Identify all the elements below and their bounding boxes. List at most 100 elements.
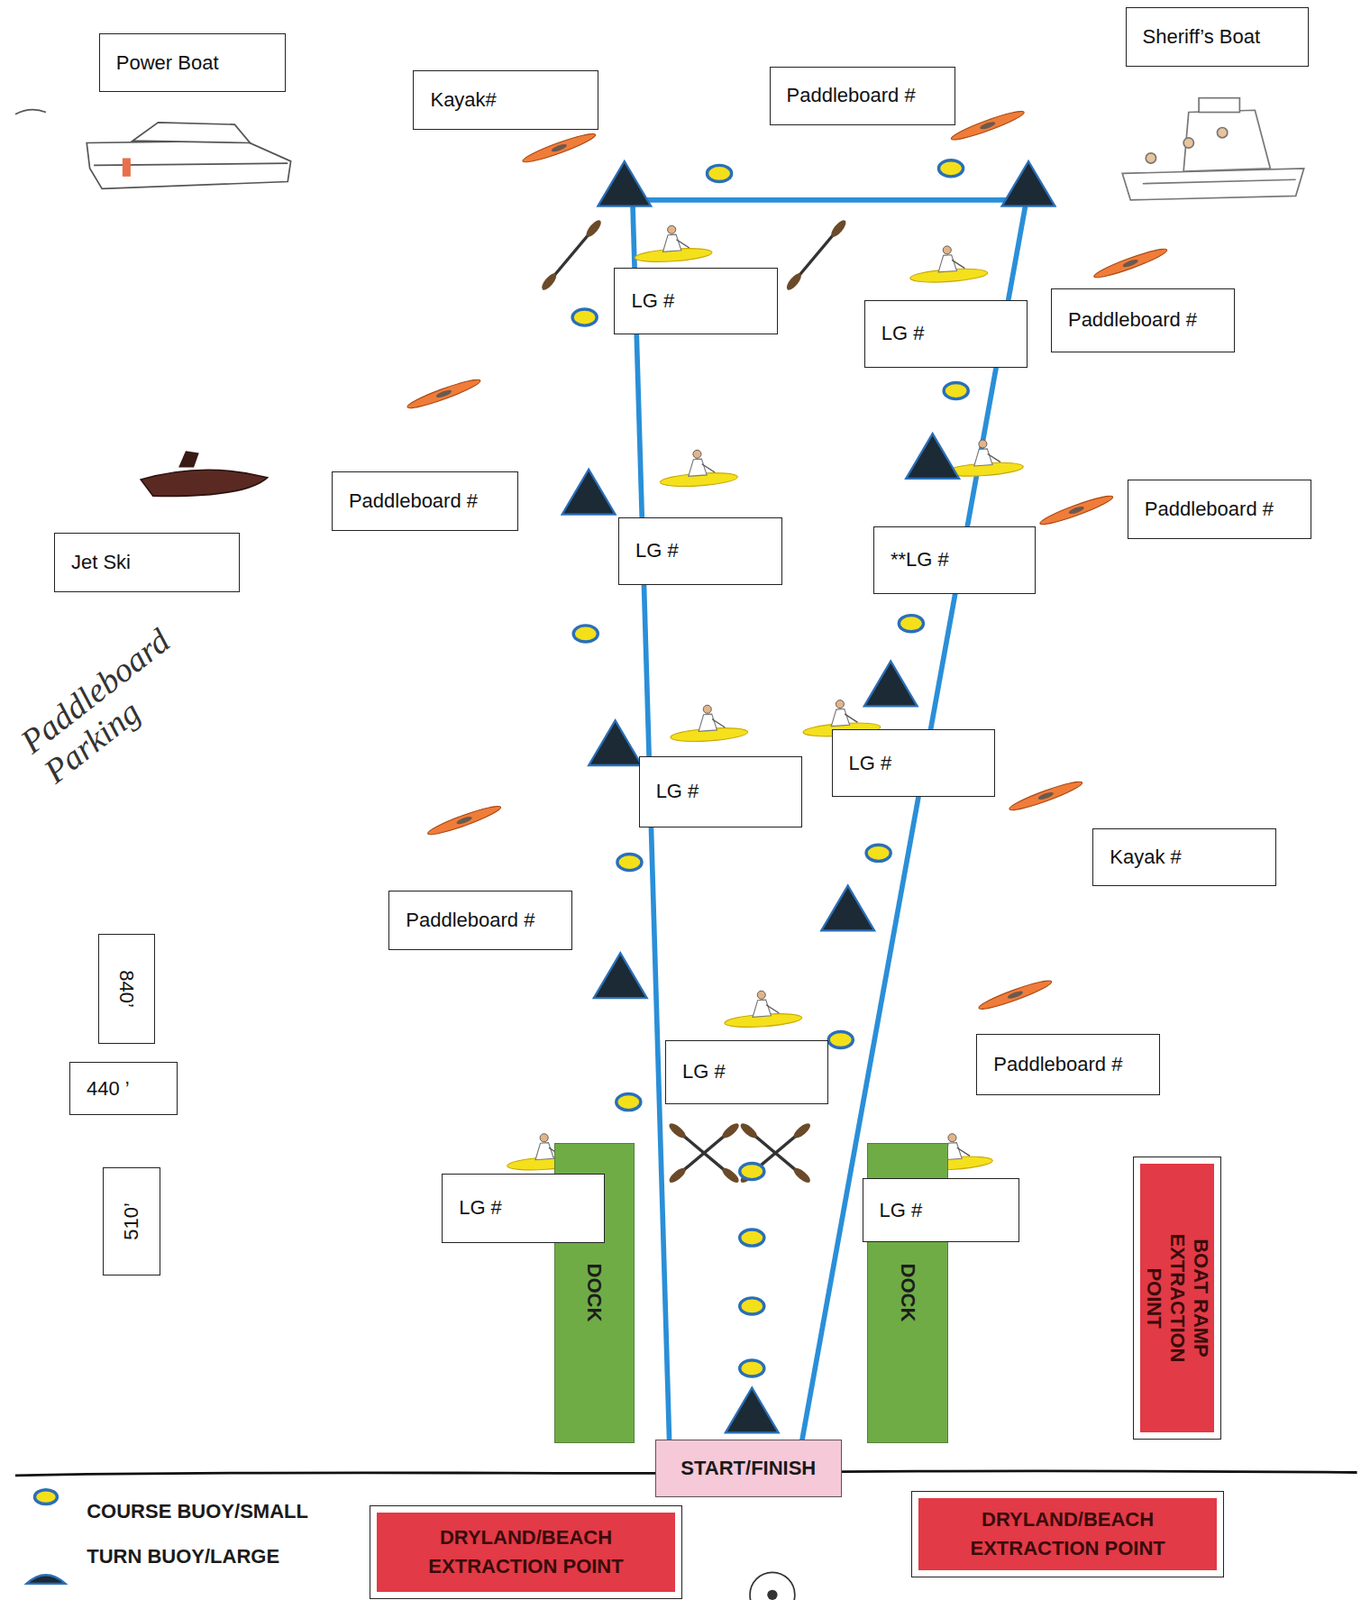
node-text: LG #: [635, 538, 679, 563]
node-text: DRYLAND/BEACH EXTRACTION POINT: [955, 1505, 1181, 1563]
course-buoy: [739, 1297, 765, 1315]
label-box: Jet Ski: [54, 532, 240, 593]
compass-mark: [749, 1571, 795, 1600]
extraction-box: DRYLAND/BEACH EXTRACTION POINT: [369, 1505, 684, 1599]
extraction-box: BOAT RAMP EXTRACTION POINT: [1132, 1156, 1222, 1441]
paddle-icon: [784, 218, 849, 293]
node-text: 440 ’: [86, 1077, 130, 1101]
label-box: Kayak #: [1092, 828, 1277, 886]
label-box: LG #: [831, 729, 996, 797]
course-buoy: [938, 160, 963, 177]
turn-buoy: [725, 1388, 779, 1434]
kayak-icon: [1092, 245, 1170, 282]
node-text: LG #: [849, 751, 893, 776]
kayak-icon: [1007, 777, 1085, 814]
course-buoy: [828, 1031, 853, 1048]
node-text: BOAT RAMP EXTRACTION POINT: [1141, 1200, 1213, 1395]
turn-buoy: [1002, 161, 1056, 207]
node-text: Paddleboard #: [1144, 497, 1274, 521]
course-buoy: [616, 1094, 641, 1111]
course-buoy: [943, 383, 969, 400]
course-buoy: [572, 309, 597, 326]
label-box: LG #: [613, 267, 777, 336]
node-text: LG #: [458, 1196, 503, 1220]
kayak-icon: [977, 977, 1054, 1014]
lifeguard-board: [908, 243, 989, 285]
course-buoy: [573, 625, 598, 642]
node-text: Paddleboard #: [1068, 308, 1197, 332]
node-text: Kayak #: [1109, 845, 1182, 869]
sheriff-boat: [1122, 98, 1304, 201]
turn-buoy: [821, 886, 875, 932]
node-text: Paddleboard #: [786, 83, 916, 108]
turn-buoy: [562, 469, 616, 515]
label-box: **LG #: [873, 526, 1036, 594]
jet-ski: [140, 450, 267, 496]
node-text: DRYLAND/BEACH EXTRACTION POINT: [413, 1523, 640, 1581]
course-buoy: [706, 164, 731, 182]
label-box: 440 ’: [69, 1061, 178, 1115]
kayak-icon: [520, 129, 598, 166]
label-box: Paddleboard #: [769, 66, 956, 127]
label-box: LG #: [864, 300, 1028, 368]
course-buoy: [739, 1229, 765, 1246]
node-text: 840’: [114, 969, 138, 1008]
kayak-icon: [405, 375, 483, 412]
node-text: Kayak#: [429, 88, 496, 112]
label-box: LG #: [639, 756, 803, 828]
label-box: Paddleboard #: [1127, 479, 1312, 539]
node-text: Paddleboard #: [405, 908, 535, 932]
node-text: Power Boat: [116, 51, 220, 75]
turn-buoy: [593, 952, 648, 998]
label-box: Sheriff’s Boat: [1125, 7, 1310, 67]
node-text: LG #: [682, 1059, 726, 1084]
legend-text: TURN BUOY/LARGE: [86, 1544, 280, 1569]
lifeguard-board: [722, 987, 804, 1030]
course-buoy: [739, 1360, 765, 1377]
node-text: **LG #: [890, 548, 950, 572]
label-box: LG #: [862, 1178, 1020, 1242]
node-text: DOCK: [895, 1263, 920, 1323]
label-box: Paddleboard #: [388, 890, 573, 950]
node-text: 510’: [119, 1202, 144, 1241]
label-box: LG #: [441, 1173, 605, 1243]
node-text: Jet Ski: [71, 550, 131, 575]
course-buoy: [866, 844, 891, 861]
paddle-icon: [666, 1121, 741, 1186]
lifeguard-board: [657, 447, 739, 489]
paddle-icon: [666, 1121, 741, 1186]
course-buoy: [617, 853, 642, 870]
label-box: LG #: [618, 517, 783, 585]
distance-box: 510’: [102, 1167, 160, 1276]
label-box: Power Boat: [99, 33, 286, 92]
power-boat: [15, 109, 292, 190]
course-line: [624, 200, 1029, 1442]
legend-swatch: [26, 1574, 65, 1584]
turn-buoy: [864, 661, 918, 707]
course-buoy: [739, 1162, 765, 1179]
node-text: LG #: [881, 321, 925, 346]
distance-box: 840’: [98, 933, 156, 1044]
lifeguard-board: [632, 222, 713, 265]
lifeguard-board: [668, 702, 750, 744]
node-text: LG #: [879, 1198, 923, 1223]
handwritten-note: Paddleboard Parking: [14, 621, 203, 792]
label-box: Paddleboard #: [1050, 288, 1235, 352]
kayak-icon: [1038, 492, 1115, 529]
paddle-icon: [538, 218, 603, 293]
kayak-icon: [426, 802, 503, 839]
legend-swatch: [34, 1489, 57, 1505]
compass-mark: [767, 1589, 777, 1600]
kayak-icon: [949, 107, 1026, 144]
turn-buoy: [597, 161, 651, 207]
node-text: Sheriff’s Boat: [1142, 25, 1261, 49]
paddle-icon: [738, 1121, 813, 1186]
turn-buoy: [905, 433, 960, 479]
node-text: LG #: [656, 779, 700, 804]
node-text: LG #: [630, 289, 675, 313]
node-text: START/FINISH: [680, 1456, 816, 1480]
course-buoy: [898, 615, 923, 632]
node-text: DOCK: [582, 1263, 606, 1323]
label-box: LG #: [665, 1040, 829, 1105]
start-box: START/FINISH: [655, 1439, 842, 1497]
